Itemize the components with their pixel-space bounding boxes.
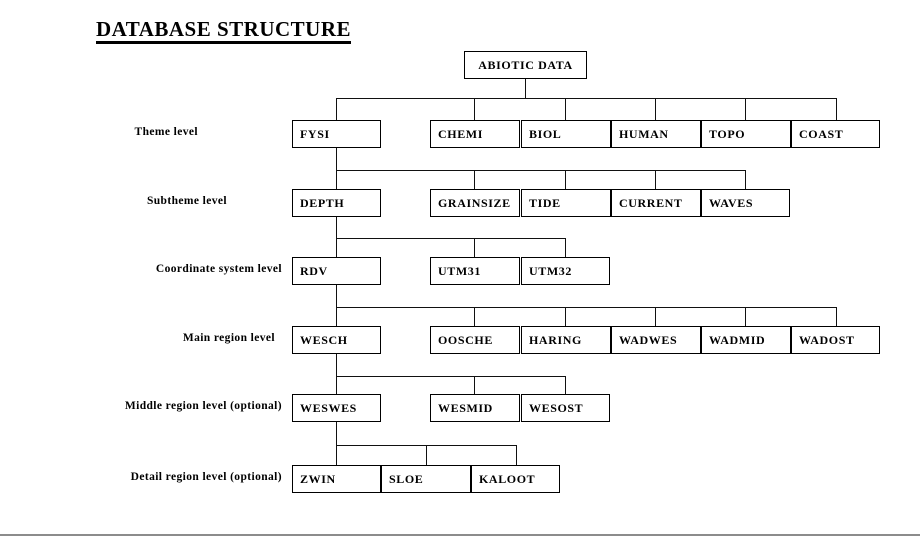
connector-subtheme-drop-1 — [336, 170, 337, 189]
connector-theme-drop-1 — [336, 98, 337, 120]
node-label: UTM31 — [438, 263, 481, 278]
node-human[interactable]: HUMAN — [611, 120, 701, 148]
connector-detail-region-drop-1 — [336, 445, 337, 465]
node-label: WADWES — [619, 332, 678, 347]
node-label: HARING — [529, 332, 582, 347]
node-topo[interactable]: TOPO — [701, 120, 791, 148]
node-wadost[interactable]: WADOST — [791, 326, 880, 354]
node-label: TOPO — [709, 126, 746, 141]
connector-theme-drop-4 — [655, 98, 656, 120]
node-label: BIOL — [529, 126, 562, 141]
node-label: COAST — [799, 126, 844, 141]
level-label-main-region: Main region level — [182, 332, 275, 344]
connector-theme-drop-5 — [745, 98, 746, 120]
node-wadwes[interactable]: WADWES — [611, 326, 701, 354]
node-fysi[interactable]: FYSI — [292, 120, 381, 148]
node-sloe[interactable]: SLOE — [381, 465, 471, 493]
level-label-middle-region: Middle region level (optional) — [124, 400, 282, 412]
page-title: DATABASE STRUCTURE — [96, 19, 352, 44]
connector-coordinate-bus — [336, 238, 566, 239]
connector-main-region-drop-4 — [655, 307, 656, 326]
connector-coordinate-drop-3 — [565, 238, 566, 257]
node-wesch[interactable]: WESCH — [292, 326, 381, 354]
node-label: CURRENT — [619, 195, 683, 210]
node-haring[interactable]: HARING — [521, 326, 611, 354]
connector-subtheme-drop-2 — [474, 170, 475, 189]
connector-theme-bus — [336, 98, 836, 99]
node-label: GRAINSIZE — [438, 195, 511, 210]
node-label: WESOST — [529, 400, 584, 415]
connector-main-region-drop-2 — [474, 307, 475, 326]
node-grainsize[interactable]: GRAINSIZE — [430, 189, 520, 217]
connector-depth-stem — [336, 217, 337, 238]
connector-subtheme-bus — [336, 170, 746, 171]
connector-detail-region-drop-2 — [426, 445, 427, 465]
connector-subtheme-drop-4 — [655, 170, 656, 189]
connector-main-region-bus — [336, 307, 836, 308]
connector-main-region-drop-6 — [836, 307, 837, 326]
node-label: WESMID — [438, 400, 493, 415]
node-utm32[interactable]: UTM32 — [521, 257, 610, 285]
connector-subtheme-drop-5 — [745, 170, 746, 189]
connector-middle-region-drop-3 — [565, 376, 566, 394]
node-depth[interactable]: DEPTH — [292, 189, 381, 217]
node-label: WAVES — [709, 195, 754, 210]
node-chemi[interactable]: CHEMI — [430, 120, 520, 148]
footer-divider — [0, 534, 920, 536]
connector-weswes-stem — [336, 422, 337, 445]
node-wadmid[interactable]: WADMID — [701, 326, 791, 354]
node-label: WESWES — [300, 400, 357, 415]
node-label: ZWIN — [300, 471, 336, 486]
node-rdv[interactable]: RDV — [292, 257, 381, 285]
node-label: UTM32 — [529, 263, 572, 278]
connector-wesch-stem — [336, 354, 337, 376]
connector-theme-drop-3 — [565, 98, 566, 120]
node-label: SLOE — [389, 471, 424, 486]
node-label: TIDE — [529, 195, 561, 210]
connector-main-region-drop-5 — [745, 307, 746, 326]
node-kaloot[interactable]: KALOOT — [471, 465, 560, 493]
node-label: FYSI — [300, 126, 330, 141]
node-zwin[interactable]: ZWIN — [292, 465, 381, 493]
node-utm31[interactable]: UTM31 — [430, 257, 520, 285]
node-label: RDV — [300, 263, 328, 278]
node-label: WESCH — [300, 332, 348, 347]
node-tide[interactable]: TIDE — [521, 189, 611, 217]
node-coast[interactable]: COAST — [791, 120, 880, 148]
connector-coordinate-drop-1 — [336, 238, 337, 257]
level-label-detail-region: Detail region level (optional) — [130, 471, 282, 483]
node-wesost[interactable]: WESOST — [521, 394, 610, 422]
connector-rdv-stem — [336, 285, 337, 307]
connector-middle-region-bus — [336, 376, 566, 377]
level-label-theme: Theme level — [134, 126, 198, 138]
node-label: HUMAN — [619, 126, 669, 141]
node-wesmid[interactable]: WESMID — [430, 394, 520, 422]
connector-subtheme-drop-3 — [565, 170, 566, 189]
level-label-subtheme: Subtheme level — [146, 195, 227, 207]
node-label: DEPTH — [300, 195, 345, 210]
connector-main-region-drop-1 — [336, 307, 337, 326]
level-label-coordinate-system: Coordinate system level — [155, 263, 282, 275]
node-weswes[interactable]: WESWES — [292, 394, 381, 422]
node-abiotic-data[interactable]: ABIOTIC DATA — [464, 51, 587, 79]
connector-main-region-drop-3 — [565, 307, 566, 326]
connector-middle-region-drop-1 — [336, 376, 337, 394]
node-biol[interactable]: BIOL — [521, 120, 611, 148]
node-current[interactable]: CURRENT — [611, 189, 701, 217]
node-label: KALOOT — [479, 471, 536, 486]
connector-theme-drop-2 — [474, 98, 475, 120]
node-waves[interactable]: WAVES — [701, 189, 790, 217]
connector-middle-region-drop-2 — [474, 376, 475, 394]
connector-coordinate-drop-2 — [474, 238, 475, 257]
node-label: WADMID — [709, 332, 766, 347]
node-label: WADOST — [799, 332, 855, 347]
node-label: CHEMI — [438, 126, 483, 141]
connector-detail-region-drop-3 — [516, 445, 517, 465]
connector-root-stem — [525, 79, 526, 98]
node-label: ABIOTIC DATA — [478, 57, 573, 72]
connector-theme-drop-6 — [836, 98, 837, 120]
connector-fysi-stem — [336, 148, 337, 170]
node-oosche[interactable]: OOSCHE — [430, 326, 520, 354]
node-label: OOSCHE — [438, 332, 493, 347]
